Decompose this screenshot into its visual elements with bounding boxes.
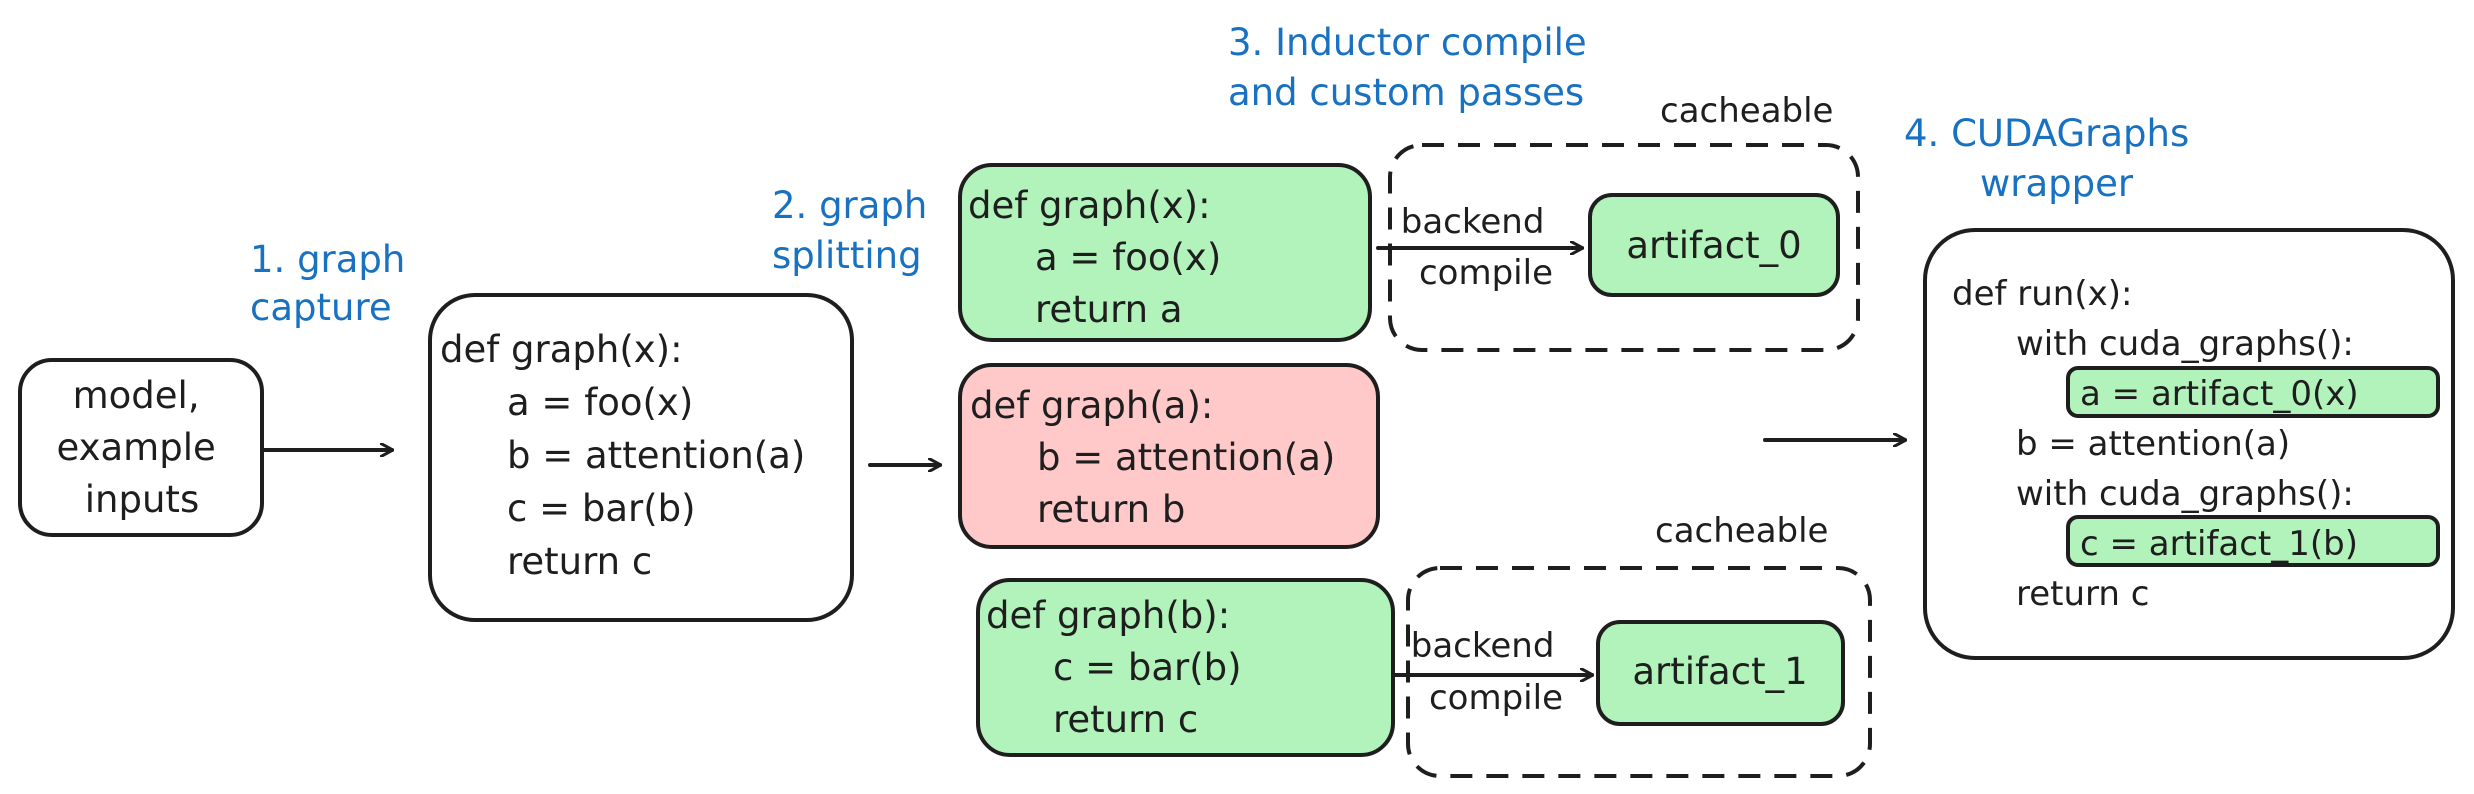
input-node: model, example inputs [18,358,264,537]
subgraph-1-code: def graph(b): c = bar(b) return c [986,594,1253,741]
highlight-artifact-1-call [2066,515,2440,567]
cacheable-label-0: cacheable [1660,91,1833,131]
cacheable-label-1: cacheable [1655,511,1828,551]
compile-label-1: backend compile [1411,626,1565,718]
full-graph-code: def graph(x): a = foo(x) b = attention(a… [440,328,817,583]
subgraph-attention-code: def graph(a): b = attention(a) return b [970,384,1347,531]
highlight-artifact-0-call [2066,366,2440,418]
artifact-1-label: artifact_1 [1632,650,1807,693]
artifact-0-label: artifact_0 [1626,224,1801,267]
cacheable-region-0: cacheable backend compile artifact_0 [1376,91,1860,352]
subgraph-1-node: def graph(b): c = bar(b) return c [976,578,1395,757]
cacheable-region-1: cacheable backend compile artifact_1 [1393,511,1872,778]
input-text: model, example inputs [56,374,227,521]
artifact-0-node [1588,193,1840,297]
cudagraphs-wrapper-node: def run(x): with cuda_graphs(): a = arti… [1923,228,2455,660]
subgraph-attention-node: def graph(a): b = attention(a) return b [958,363,1380,549]
subgraph-0-code: def graph(x): a = foo(x) return a [968,184,1233,331]
wrapper-code: def run(x): with cuda_graphs(): a = arti… [1952,274,2369,614]
subgraph-0-node: def graph(x): a = foo(x) return a [958,163,1372,342]
full-graph-node: def graph(x): a = foo(x) b = attention(a… [428,293,854,622]
compile-label-0: backend compile [1401,202,1555,293]
artifact-1-node [1596,620,1845,726]
